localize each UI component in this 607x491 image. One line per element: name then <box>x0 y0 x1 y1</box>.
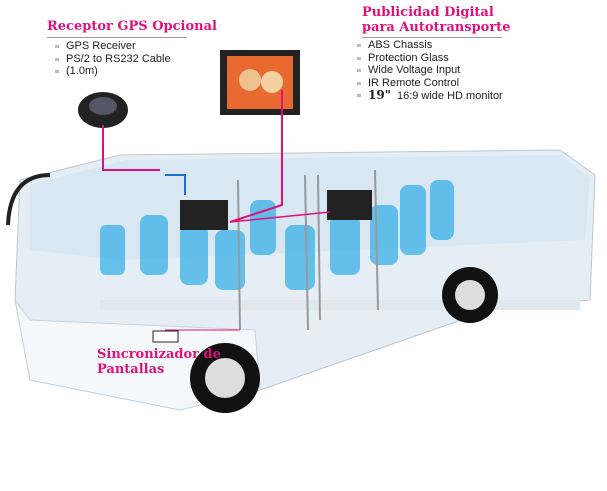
wheels <box>190 267 498 413</box>
gps-feature: PS/2 to RS232 Cable <box>52 53 171 66</box>
cable-length: (1.0m) <box>66 65 98 77</box>
sync-box <box>152 330 179 343</box>
ads-feature: Wide Voltage Input <box>354 64 503 77</box>
large-monitor <box>220 50 300 115</box>
gps-divider <box>47 37 187 38</box>
ads-feature-size: 19" 16:9 wide HD monitor <box>354 89 503 103</box>
gps-feature: GPS Receiver <box>52 40 171 53</box>
ads-features: ABS Chassis Protection Glass Wide Voltag… <box>354 39 503 103</box>
gps-feature-cont: (1.0m) <box>52 65 171 78</box>
monitor-desc: 16:9 wide HD monitor <box>396 90 503 102</box>
cables <box>102 90 331 331</box>
ads-divider <box>362 37 502 38</box>
bus-monitors <box>180 190 372 230</box>
ads-feature: Protection Glass <box>354 52 503 65</box>
gps-title: Receptor GPS Opcional <box>47 19 217 34</box>
poles <box>237 169 379 331</box>
ads-feature: IR Remote Control <box>354 77 503 90</box>
ads-feature: ABS Chassis <box>354 39 503 52</box>
ads-title-line2: para Autotransporte <box>362 20 511 35</box>
gps-features: GPS Receiver PS/2 to RS232 Cable (1.0m) <box>52 40 171 78</box>
sync-line1: Sincronizador de <box>97 347 221 362</box>
ads-title-line1: Publicidad Digital <box>362 5 494 20</box>
gps-receiver <box>78 92 128 128</box>
mirror <box>6 173 51 226</box>
sync-line2: Pantallas <box>97 362 165 377</box>
monitor-size: 19" <box>368 88 391 102</box>
